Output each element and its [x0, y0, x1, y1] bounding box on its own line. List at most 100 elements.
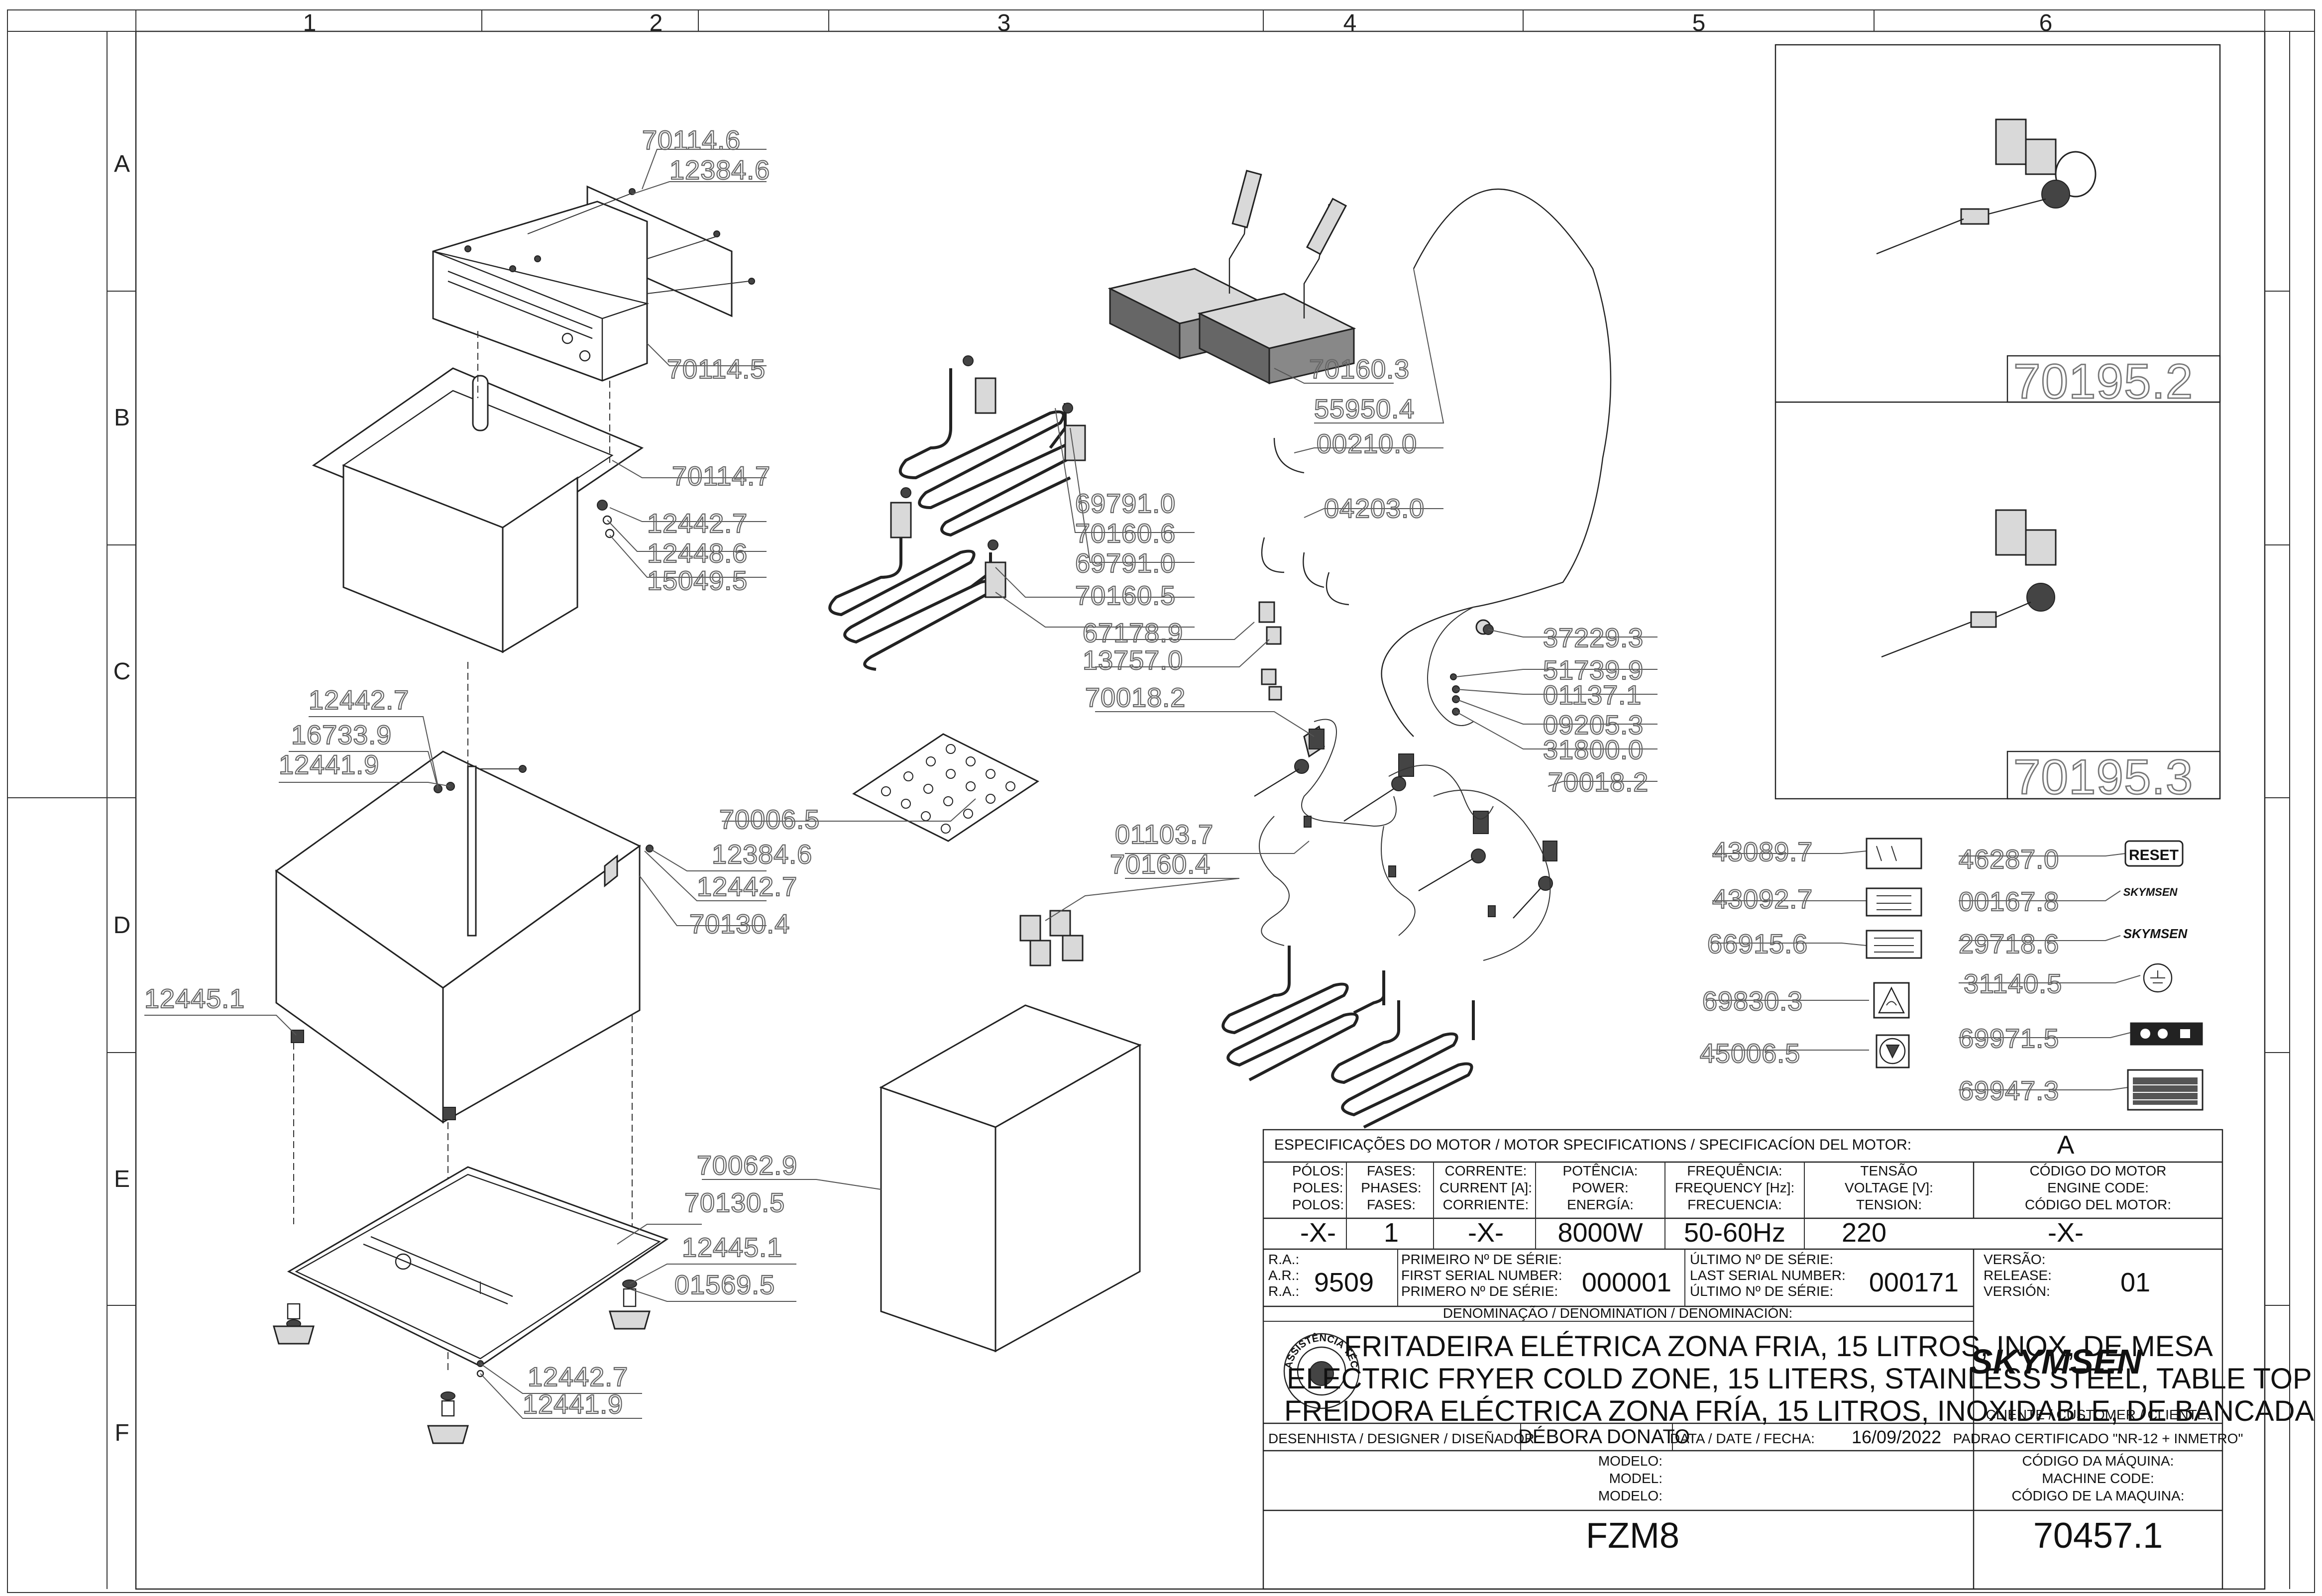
callout-69947-3: 69947.3	[1959, 1076, 2059, 1106]
designer-value: DÉBORA DONATO	[1518, 1425, 1690, 1448]
sticker-parts: RESET SKYMSEN SKYMSEN	[1866, 838, 2204, 1111]
designer-label: DESENHISTA / DESIGNER / DISEÑADOR:	[1268, 1431, 1538, 1446]
drawing-frame: 1 2 3 4 5 6 A B C D E F	[7, 9, 2315, 1593]
foot-right	[609, 1279, 651, 1330]
callout-70062-9: 70062.9	[697, 1151, 797, 1180]
frequency-label-es: FRECUENCIA:	[1687, 1197, 1782, 1212]
callout-13757-0: 13757.0	[1083, 645, 1183, 675]
control-components	[1254, 601, 1557, 961]
callout-12445-1: 12445.1	[144, 984, 245, 1014]
grid-row-a: A	[114, 151, 130, 177]
ra-value: 9509	[1314, 1268, 1374, 1297]
client-label: CLIENTE / CUSTOMER / CLIENTE:	[1986, 1407, 2211, 1422]
first-serial-label-pt: PRIMEIRO Nº DE SÉRIE:	[1401, 1252, 1562, 1267]
callout-70114-7: 70114.7	[672, 461, 771, 491]
part-callouts: 70114.6 12384.6 70114.5 70114.7 12442.7 …	[144, 125, 2062, 1420]
callout-01137-1: 01137.1	[1543, 680, 1642, 710]
denomination-es: FREIDORA ELÉCTRICA ZONA FRÍA, 15 LITROS,…	[1284, 1395, 2314, 1427]
callout-04203-0: 04203.0	[1324, 494, 1425, 524]
version-value: 01	[2120, 1268, 2150, 1297]
model-label-en: MODEL:	[1609, 1471, 1662, 1486]
phases-label-en: PHASES:	[1361, 1180, 1421, 1195]
grid-left-ticks	[7, 31, 2290, 1589]
tank-assembly	[312, 331, 644, 653]
frequency-label-pt: FREQUÊNCIA:	[1687, 1163, 1782, 1178]
callout-29718-6: 29718.6	[1959, 929, 2059, 959]
denomination-en: ELECTRIC FRYER COLD ZONE, 15 LITERS, STA…	[1287, 1363, 2312, 1395]
power-label-en: POWER:	[1572, 1180, 1629, 1195]
callout-66915-6: 66915.6	[1707, 929, 1808, 959]
cover-box	[879, 1004, 1142, 1353]
callout-70160-4: 70160.4	[1110, 850, 1211, 879]
callout-15049-5: 15049.5	[647, 566, 748, 596]
poles-value: -X-	[1300, 1218, 1336, 1248]
model-labels: MODELO: MODEL: MODELO: CÓDIGO DA MÁQUINA…	[1598, 1453, 2185, 1503]
frequency-label-en: FREQUENCY [Hz]:	[1675, 1180, 1795, 1195]
motor-spec-values: -X- 1 -X- 8000W 50-60Hz 220 -X-	[1300, 1218, 2084, 1248]
voltage-value: 220	[1842, 1218, 1886, 1248]
base-plate-assembly	[273, 1166, 669, 1444]
thermostat-detail-2	[1881, 509, 2057, 658]
element-brackets	[890, 355, 1086, 598]
grid-col-2: 2	[650, 10, 663, 36]
callout-00167-8: 00167.8	[1959, 887, 2059, 917]
ra-label-es: R.A.:	[1268, 1283, 1299, 1299]
machine-code-value: 70457.1	[2033, 1516, 2163, 1556]
grid-col-5: 5	[1692, 10, 1706, 36]
callout-70130-5: 70130.5	[684, 1188, 785, 1218]
callout-70114-6: 70114.6	[642, 125, 741, 155]
frequency-value: 50-60Hz	[1684, 1218, 1785, 1248]
engine-code-label-en: ENGINE CODE:	[2047, 1180, 2149, 1195]
certification-standard: PADRAO CERTIFICADO "NR-12 + INMETRO"	[1953, 1431, 2243, 1446]
phases-label-pt: FASES:	[1367, 1163, 1416, 1178]
machine-code-label-en: MACHINE CODE:	[2042, 1471, 2154, 1486]
callout-70130-4: 70130.4	[689, 909, 790, 939]
poles-label-en: POLES:	[1293, 1180, 1343, 1195]
detail-panels: 70195.2 70195.3	[1774, 44, 2221, 805]
engine-code-label-es: CÓDIGO DEL MOTOR:	[2025, 1197, 2171, 1212]
callout-12448-6: 12448.6	[647, 538, 748, 568]
control-box-assembly	[432, 185, 755, 382]
brand-logo: SKYMSEN	[1970, 1342, 2143, 1381]
callout-12441-9: 12441.9	[279, 750, 379, 780]
grid-row-b: B	[114, 405, 130, 431]
current-value: -X-	[1468, 1218, 1504, 1248]
ra-label-en: A.R.:	[1268, 1268, 1299, 1283]
basket-rack	[852, 733, 1039, 842]
version-label-pt: VERSÃO:	[1984, 1252, 2045, 1267]
callout-70006-5: 70006.5	[719, 805, 820, 835]
reset-label-text: RESET	[2129, 847, 2179, 863]
callout-37229-3: 37229.3	[1543, 623, 1644, 653]
denomination-pt: FRITADEIRA ELÉTRICA ZONA FRIA, 15 LITROS…	[1344, 1330, 2213, 1363]
serial-labels: R.A.: A.R.: R.A.: PRIMEIRO Nº DE SÉRIE: …	[1268, 1252, 2052, 1299]
callout-31140-5: 31140.5	[1964, 969, 2062, 999]
last-serial-value: 000171	[1869, 1268, 1959, 1297]
callout-16733-9: 16733.9	[291, 720, 392, 750]
callout-67178-9: 67178.9	[1083, 618, 1183, 648]
brand-sticker-small: SKYMSEN	[2123, 886, 2178, 898]
engine-code-label-pt: CÓDIGO DO MOTOR	[2030, 1163, 2167, 1178]
motor-rev-letter: A	[2057, 1131, 2075, 1160]
motor-spec-labels: PÓLOS: POLES: POLOS: FASES: PHASES: FASE…	[1292, 1163, 2171, 1212]
callout-43092-7: 43092.7	[1712, 884, 1813, 914]
voltage-label-pt: TENSÃO	[1860, 1163, 1917, 1178]
last-serial-label-en: LAST SERIAL NUMBER:	[1690, 1268, 1846, 1283]
callout-09205-3: 09205.3	[1543, 710, 1644, 740]
phases-label-es: FASES:	[1367, 1197, 1416, 1212]
voltage-label-en: VOLTAGE [V]:	[1845, 1180, 1933, 1195]
callout-00210-0: 00210.0	[1317, 429, 1417, 459]
callout-70018-2: 70018.2	[1085, 683, 1186, 713]
first-serial-value: 000001	[1582, 1268, 1671, 1297]
first-serial-label-es: PRIMERO Nº DE SÉRIE:	[1401, 1283, 1558, 1299]
callout-12442-7: 12442.7	[309, 685, 409, 715]
date-value: 16/09/2022	[1852, 1427, 1941, 1447]
serial-values: 9509 000001 000171 01	[1314, 1268, 2150, 1297]
foot-left	[273, 1303, 315, 1345]
current-label-es: CORRIENTE:	[1443, 1197, 1529, 1212]
power-label-es: ENERGÍA:	[1567, 1197, 1634, 1212]
current-label-en: CURRENT [A]:	[1439, 1180, 1532, 1195]
callout-69830-3: 69830.3	[1702, 986, 1803, 1016]
foot-front	[427, 1391, 469, 1444]
denomination-header: DENOMINAÇÃO / DENOMINATION / DENOMINACIÓ…	[1443, 1305, 1793, 1321]
